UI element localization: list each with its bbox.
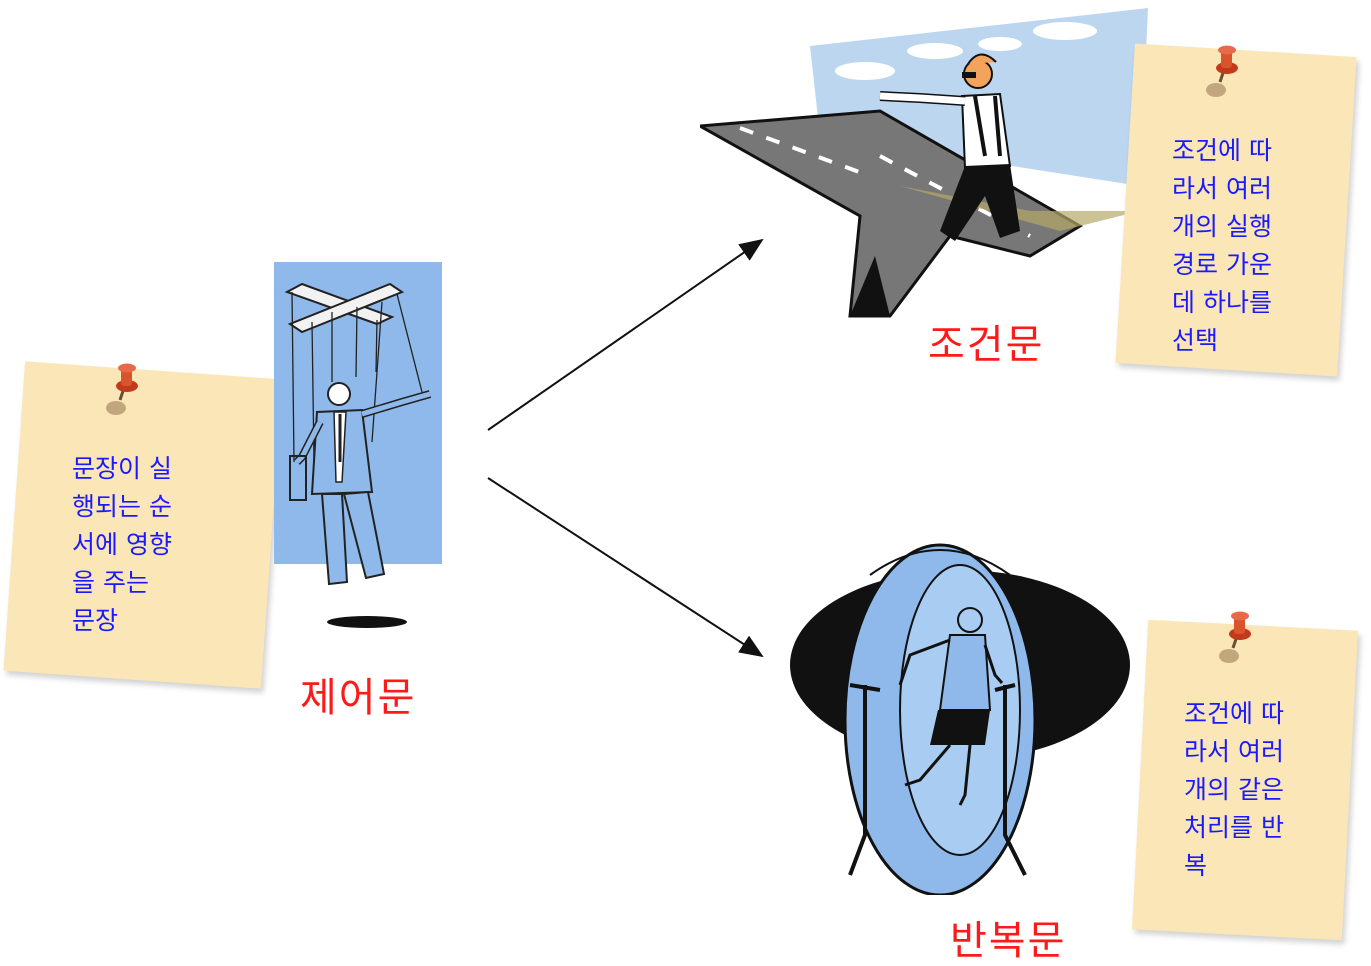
road-fork-man-pointing-illustration [700,6,1150,336]
control-description-text: 문장이 실 행되는 순 서에 영향 을 주는 문장 [72,450,242,640]
puppet-businessman-illustration [272,262,452,632]
conditional-description-text: 조건에 따 라서 여러 개의 실행 경로 가운 데 하나를 선택 [1172,132,1332,360]
pushpin-icon [1215,610,1259,670]
conditional-statement-label: 조건문 [928,312,1044,370]
arrow-to-loop [488,478,762,656]
pushpin-icon [1202,44,1246,104]
control-statement-label: 제어문 [300,665,416,723]
loop-statement-label: 반복문 [950,908,1066,966]
woman-running-in-wheel-illustration [790,535,1140,895]
pushpin-icon [102,362,146,422]
loop-description-text: 조건에 따 라서 여러 개의 같은 처리를 반 복 [1184,695,1344,885]
